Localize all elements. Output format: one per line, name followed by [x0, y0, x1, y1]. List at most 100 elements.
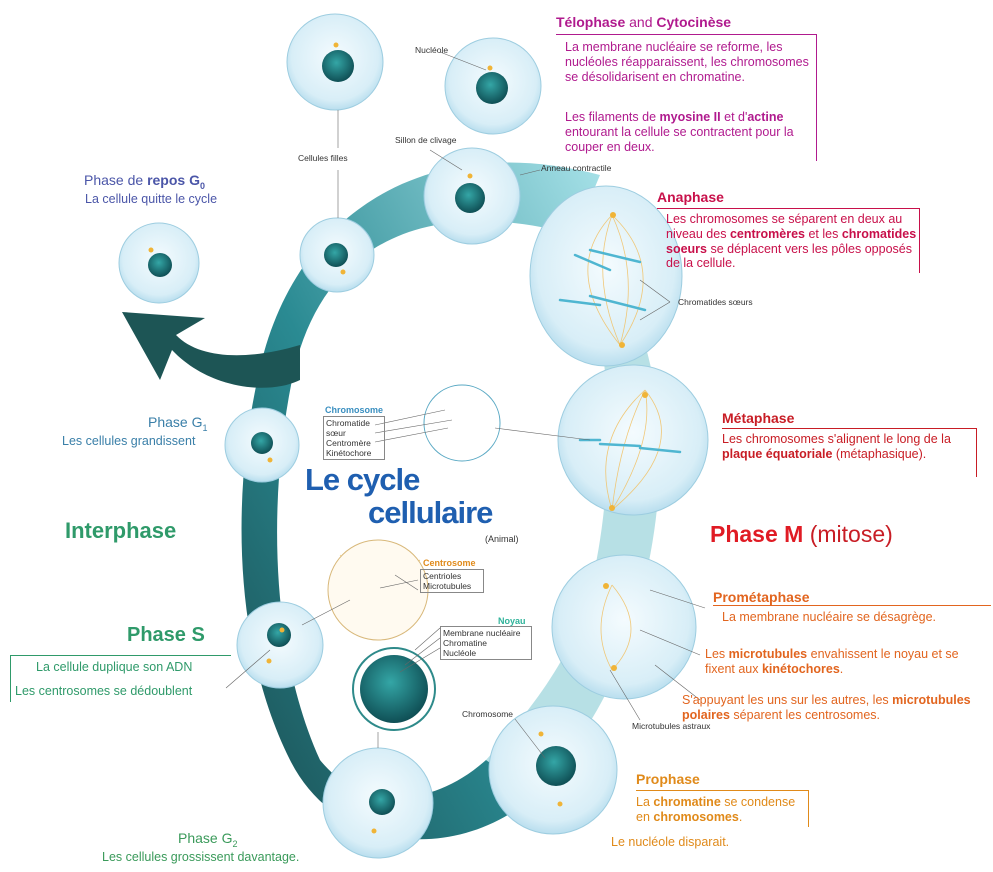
anaphase-b: centromères — [729, 226, 805, 241]
anaphase-d: chromatides soeurs — [666, 226, 917, 256]
title-line2: cellulaire — [368, 495, 493, 530]
prophase-d: chromosomes — [653, 809, 739, 824]
prometaphase-bracket — [713, 605, 991, 607]
g0-desc: La cellule quitte le cycle — [85, 192, 218, 206]
prophase-bracket — [636, 790, 809, 827]
cell-metaphase — [557, 364, 709, 516]
g1-title-text: Phase G — [148, 414, 203, 430]
label-nucleole: Nucléole — [415, 45, 449, 55]
g1-title: Phase G1 — [148, 414, 208, 433]
s-desc1: La cellule duplique son ADN — [36, 660, 193, 674]
g1-subscript: 1 — [202, 422, 208, 433]
cell-prometaphase — [551, 554, 697, 700]
g0-exit-arrow — [122, 312, 300, 388]
s-desc2: Les centrosomes se dédoublent — [15, 684, 193, 698]
telophase-p2: Les filaments de myosine II et d'actine … — [565, 110, 810, 154]
legend-noyau-box: Membrane nucléaire Chromatine Nucléole — [440, 626, 532, 661]
telophase-t2: Cytocinèse — [656, 14, 732, 30]
legend-chromosome-item: Kinétochore — [326, 448, 372, 459]
telophase-p2c: et d' — [720, 110, 748, 124]
prometaphase-p2c: envahissent le noyau et se fixent aux — [705, 647, 959, 676]
legend-chromosome-item: Centromère — [326, 438, 371, 449]
nucleus — [369, 789, 395, 815]
title-line1: Le cycle — [305, 462, 420, 497]
prophase-b: chromatine — [653, 795, 721, 809]
g2-subscript: 2 — [232, 838, 238, 849]
anaphase-bracket — [657, 208, 920, 273]
g2-title: Phase G2 — [178, 830, 238, 849]
telophase-p2b: myosine II — [659, 110, 721, 124]
prophase-c: se condense en — [636, 795, 796, 824]
s-bracket — [10, 655, 231, 702]
telophase-p2d: actine — [747, 110, 784, 124]
prometaphase-p3c: séparent les centrosomes. — [729, 707, 881, 722]
prometaphase-p2b: microtubules — [728, 647, 808, 661]
metaphase-a: Les chromosomes s'alignent le long de la — [722, 432, 951, 446]
prometaphase-p3: S'appuyant les uns sur les autres, les m… — [682, 693, 992, 723]
anaphase-title: Anaphase — [657, 189, 724, 205]
label-sillon: Sillon de clivage — [395, 135, 457, 145]
prometaphase-p2d: kinétochores — [761, 661, 840, 676]
g1-desc: Les cellules grandissent — [62, 434, 196, 448]
legend-chromosome-item: Chromatide sœur — [326, 418, 370, 439]
g0-subscript: 0 — [199, 180, 205, 191]
label-cellules-filles: Cellules filles — [298, 153, 348, 163]
legend-noyau-item: Chromatine — [443, 638, 487, 649]
legend-noyau-item: Membrane nucléaire — [443, 628, 521, 638]
legend-centrosome-item: Microtubules — [423, 581, 472, 592]
nuclei — [148, 50, 576, 815]
s-title: Phase S — [127, 624, 205, 646]
legend-chromosome-title: Chromosome — [325, 405, 384, 415]
metaphase-b: plaque équatoriale — [722, 446, 833, 461]
telophase-p2a: Les filaments de — [565, 110, 660, 124]
legend-chromosome-box: Chromatide sœur Centromère Kinétochore — [323, 416, 385, 461]
phase-m-name: Phase M — [710, 521, 804, 547]
legend-centrosome-circle — [327, 539, 429, 641]
prophase-title: Prophase — [636, 771, 700, 787]
prophase-e: . — [738, 809, 743, 824]
label-chromosome: Chromosome — [462, 709, 514, 719]
nucleus — [267, 623, 291, 647]
telophase-bracket — [556, 34, 817, 161]
prophase-p2: Le nucléole disparait. — [611, 835, 730, 849]
g2-title-text: Phase G — [178, 830, 233, 846]
g0-title-bold: repos G — [147, 172, 200, 188]
nucleus — [455, 183, 485, 213]
g0-title: Phase de repos G0 — [84, 172, 205, 191]
legend-centrosome-box: Centrioles Microtubules — [420, 569, 484, 594]
metaphase-c: (métaphasique). — [832, 446, 927, 461]
prometaphase-p3a: S'appuyant les uns sur les autres, les — [682, 693, 893, 707]
legend-noyau-item: Nucléole — [443, 648, 477, 659]
prometaphase-p3b: microtubules polaires — [682, 693, 971, 722]
pointer-lines — [225, 51, 706, 759]
g0-title-pre: Phase de — [84, 172, 148, 188]
metaphase-text: Les chromosomes s'alignent le long de la… — [722, 432, 972, 462]
prometaphase-p1: La membrane nucléaire se désagrège. — [722, 610, 937, 624]
label-chromatides-soeurs: Chromatides sœurs — [678, 297, 753, 307]
label-microtubules-astraux: Microtubules astraux — [632, 721, 711, 731]
anaphase-a: Les chromosomes se séparent en deux au n… — [666, 212, 903, 241]
nucleus-large-inner — [360, 655, 428, 723]
telophase-and: and — [625, 14, 657, 30]
telophase-p2e: entourant la cellule se contractent pour… — [565, 124, 794, 154]
metaphase-bracket — [722, 428, 977, 477]
legend-centrosome-item: Centrioles — [423, 571, 462, 581]
telophase-p1: La membrane nucléaire se reforme, les nu… — [565, 40, 809, 84]
prometaphase-title: Prométaphase — [713, 589, 810, 605]
legend-centrosome-title: Centrosome — [423, 558, 476, 568]
anaphase-e: se déplacent vers les pôles opposés de l… — [666, 241, 912, 271]
anaphase-text: Les chromosomes se séparent en deux au n… — [666, 212, 918, 271]
cell-anaphase — [529, 185, 683, 367]
legend-chromosome-circle — [423, 384, 501, 462]
title-sub: (Animal) — [485, 534, 519, 544]
legend-noyau-title: Noyau — [498, 616, 526, 626]
nucleus — [476, 72, 508, 104]
g2-desc: Les cellules grossissent davantage. — [102, 850, 300, 864]
nucleus — [251, 432, 273, 454]
phase-m-sub: (mitose) — [809, 521, 893, 547]
prometaphase-p2e: . — [839, 661, 844, 676]
telophase-title: Télophase and Cytocinèse — [556, 14, 731, 30]
nucleus — [536, 746, 576, 786]
label-anneau: Anneau contractile — [541, 163, 612, 173]
